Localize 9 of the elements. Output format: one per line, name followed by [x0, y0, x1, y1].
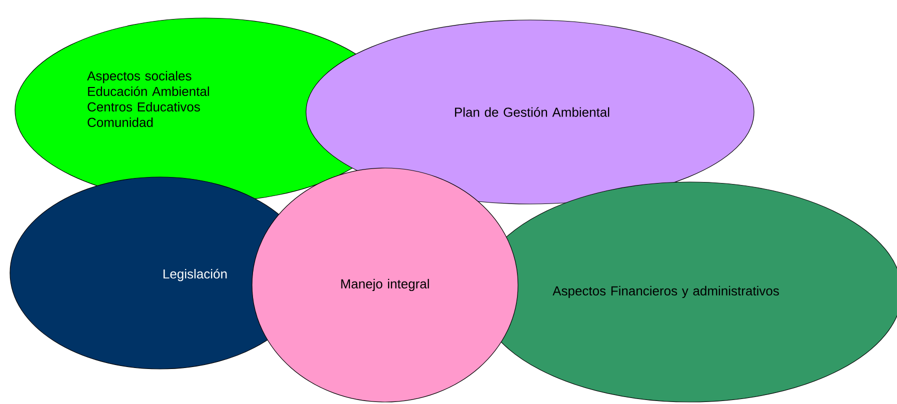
node-label: Plan de Gestión Ambiental — [455, 107, 610, 117]
node-label: Legislación — [164, 268, 227, 282]
node-label: Aspectos sociales — [87, 70, 192, 84]
node-label: Centros Educativos — [88, 102, 200, 112]
node-label: Aspectos sociales Educación Ambiental Centros Educativos Comunidad — [87, 70, 209, 128]
node-label: Manejo integral — [341, 278, 429, 292]
node-label: Comunidad — [88, 117, 153, 128]
node-label: Aspectos Financieros y administrativos — [552, 286, 779, 298]
node-label: Educación Ambiental — [88, 86, 209, 96]
